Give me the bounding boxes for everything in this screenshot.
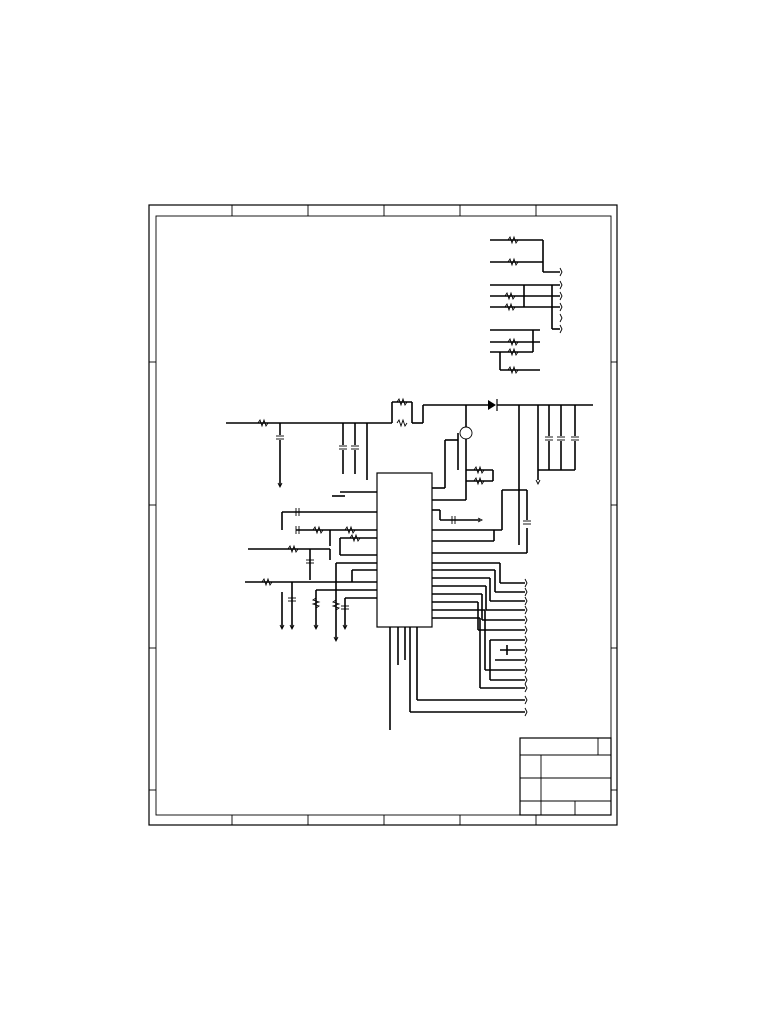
capacitor-input <box>276 423 284 489</box>
resistor-left-7 <box>331 599 341 611</box>
resistor-input <box>257 418 269 428</box>
right-capacitor-bank <box>518 405 579 545</box>
title-block <box>519 737 612 816</box>
capacitor-left-4 <box>288 597 296 602</box>
ic-right-nets <box>432 439 531 554</box>
capacitor-left-5 <box>341 605 349 610</box>
resistor-left-1 <box>312 525 324 535</box>
frame-zone-ticks <box>149 205 617 825</box>
connector-pins-right <box>524 578 528 717</box>
resistor-r4 <box>504 302 516 312</box>
resistor-left-4 <box>287 544 299 554</box>
resistor-r2 <box>507 257 519 267</box>
sheet-frame <box>148 204 618 826</box>
ic-bottom-nets <box>389 627 525 730</box>
ground-arrows-left <box>279 624 348 643</box>
resistor-r3 <box>504 291 516 301</box>
capacitor-pair-left <box>339 423 368 480</box>
capacitor-ic-right <box>451 516 484 524</box>
main-ic <box>376 472 433 628</box>
capacitor-ic-vertical <box>523 520 531 525</box>
transistor <box>457 405 473 470</box>
resistor-left-6 <box>311 597 321 609</box>
resistor-left-3 <box>349 533 361 543</box>
connector-pins-top <box>559 267 563 334</box>
capacitor-left-1 <box>295 508 300 516</box>
resistor-r1 <box>507 235 519 245</box>
resistor-ic-r2 <box>473 476 485 486</box>
resistor-r5 <box>507 337 519 347</box>
resistor-rail-lower <box>396 418 408 428</box>
resistor-left-5 <box>261 577 273 587</box>
resistor-left-2 <box>344 525 356 535</box>
capacitor-left-3 <box>306 559 314 564</box>
top-power-rail <box>226 397 593 545</box>
capacitor-left-2 <box>295 526 300 534</box>
ic-left-nets <box>245 491 377 643</box>
top-right-resistor-network <box>490 235 563 375</box>
resistor-r7 <box>507 365 519 375</box>
resistor-ic-r1 <box>473 465 485 475</box>
resistor-r6 <box>507 347 519 357</box>
diode <box>488 399 498 411</box>
resistor-rail-upper <box>396 397 408 407</box>
ic-right-bus <box>432 562 528 717</box>
